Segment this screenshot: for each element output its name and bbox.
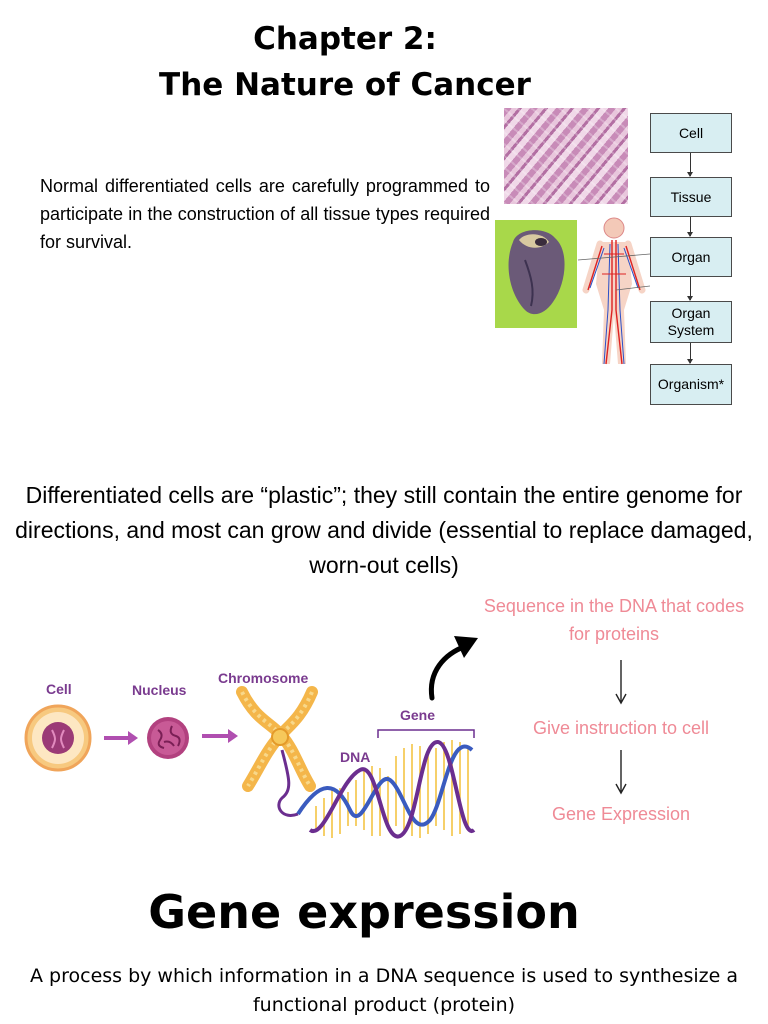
flow-step-dna-sequence: Sequence in the DNA that codes for prote… (483, 596, 745, 644)
dna-helix-icon (296, 740, 476, 839)
down-arrow-icon (615, 660, 627, 705)
hierarchy-level-organism: Organism* (650, 364, 732, 405)
hierarchy-level-organ: Organ (650, 237, 732, 277)
circulatory-system-figure (582, 217, 646, 365)
hierarchy-arrow (687, 343, 693, 364)
hierarchy-arrow (687, 153, 693, 177)
label-chromosome: Chromosome (218, 670, 308, 686)
hierarchy-level-cell: Cell (650, 113, 732, 153)
heart-icon (508, 230, 565, 315)
cell-to-dna-diagram: Cell Nucleus Chromosome Gene DNA (24, 636, 478, 839)
gene-bracket (377, 729, 475, 738)
dna-strand-connector (277, 749, 299, 817)
nucleus-icon (147, 717, 189, 759)
hierarchy-arrow (687, 277, 693, 301)
flow-step-gene-expression: Gene Expression (551, 804, 691, 824)
label-cell: Cell (46, 681, 72, 697)
gene-expression-heading: Gene expression (148, 885, 580, 939)
label-gene: Gene (400, 707, 435, 723)
chapter-title-line1: Chapter 2: (253, 21, 437, 57)
label-dna: DNA (340, 749, 370, 765)
hierarchy-level-tissue: Tissue (650, 177, 732, 217)
chapter-title-line2: The Nature of Cancer (159, 67, 531, 103)
curved-arrow-icon (428, 636, 478, 701)
hierarchy-level-organ-system: Organ System (650, 301, 732, 343)
gene-expression-definition: A process by which information in a DNA … (30, 965, 738, 1016)
plastic-paragraph: Differentiated cells are “plastic”; they… (15, 482, 753, 578)
chromosome-icon (236, 686, 318, 792)
tissue-micrograph-image (504, 108, 628, 204)
figure-connector-lines (577, 253, 651, 291)
label-nucleus: Nucleus (132, 682, 187, 698)
flow-step-instruction: Give instruction to cell (532, 718, 710, 738)
cell-icon (24, 704, 92, 772)
down-arrow-icon (615, 750, 627, 795)
arrow-right-icon (104, 731, 138, 745)
heart-image (495, 220, 577, 328)
intro-paragraph: Normal differentiated cells are carefull… (40, 176, 490, 252)
arrow-right-icon (202, 729, 238, 743)
hierarchy-arrow (687, 217, 693, 237)
